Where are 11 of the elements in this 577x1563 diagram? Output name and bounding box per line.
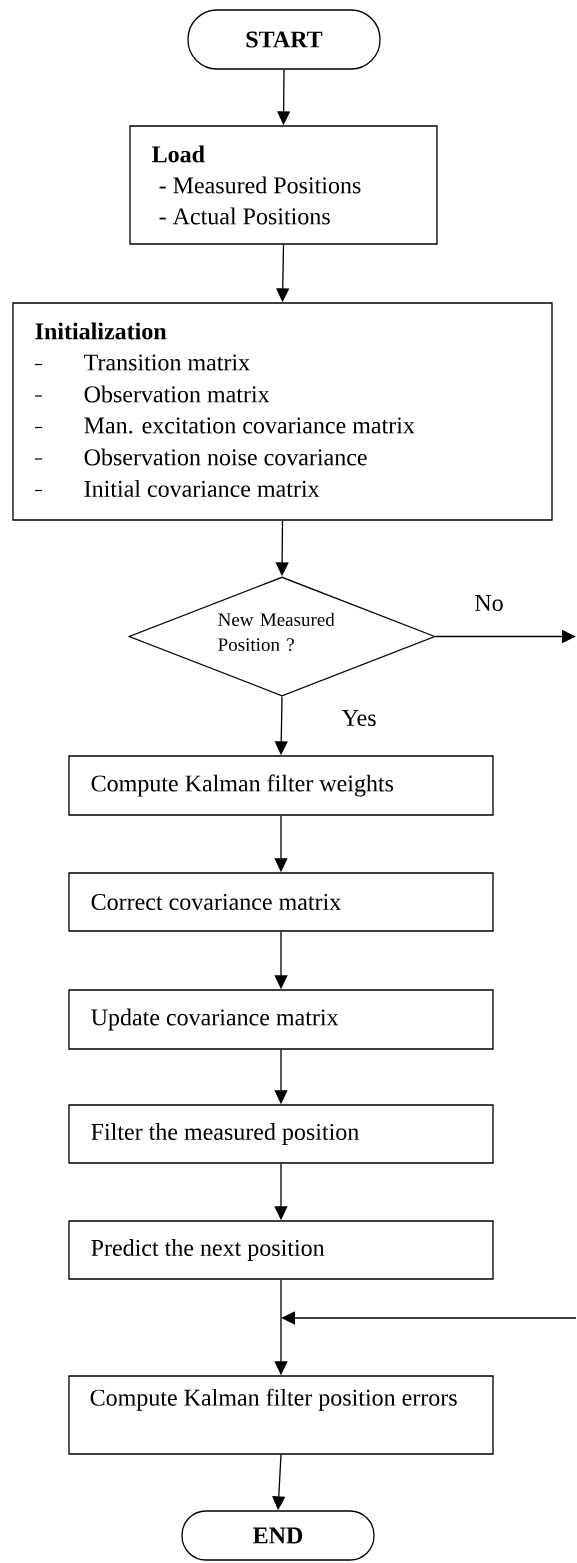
process-box: Load - Measured Positions - Actual Positions [129,125,438,245]
edge-label: Yes [340,709,378,727]
edge-label: No [473,594,505,612]
process-box: Compute Kalman filter weights [68,755,494,816]
process-box: Initialization Transition matrix Observation matrix Man. excitation covariance matrix Observation noise covariance Initial covariance matrix [12,302,553,521]
arrow [281,1311,577,1325]
process-box: Predict the next position [68,1220,494,1280]
process-box: Filter the measured position [68,1104,494,1164]
process-box: Update covariance matrix [68,989,494,1050]
process-box: Correct covariance matrix [68,872,494,932]
process-box: Compute Kalman filter position errors [68,1375,494,1455]
